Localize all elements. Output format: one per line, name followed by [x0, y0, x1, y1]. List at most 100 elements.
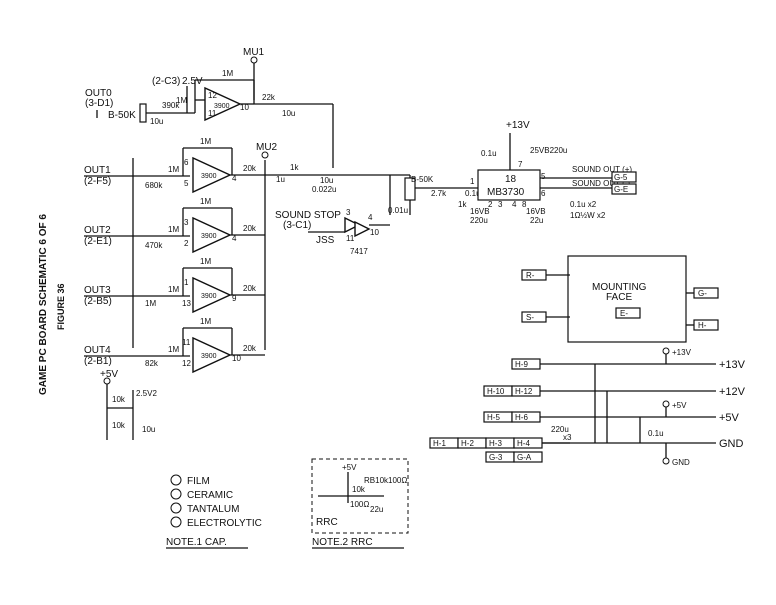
out0-label: OUT0: [85, 88, 112, 99]
ch2-rbias: 1M: [168, 225, 179, 234]
r22k-label: 22k: [262, 93, 276, 102]
ch1-rbias: 1M: [168, 165, 179, 174]
rail-v5-tp: +5V: [672, 401, 687, 410]
ch4-rfb: 1M: [200, 317, 211, 326]
channel-1: OUT1 (2-F5) 680k 1M 1M 6 5 4 3900 20k: [84, 137, 265, 194]
conn-h6-label: H-6: [515, 413, 528, 422]
note2-part: RB10k100Ω: [364, 476, 407, 485]
pa-pin18: 18: [505, 174, 517, 185]
ch3-ref: (2-B5): [84, 296, 112, 307]
ch1-rout: 20k: [243, 164, 257, 173]
mounting-face-box: [567, 255, 687, 343]
pa-c16vb-a: 16VB: [470, 207, 490, 216]
ch2-pin-out: 4: [232, 234, 237, 243]
pa-v13: +13V: [506, 120, 530, 131]
pa-c25v: 25VB220u: [530, 146, 567, 155]
note1-title: NOTE.1 CAP.: [166, 537, 227, 548]
ch3-rbias: 1M: [168, 285, 179, 294]
rail-v13-tp: +13V: [672, 348, 692, 357]
mixer-pot: [404, 177, 416, 201]
electrolytic-icon: [170, 516, 182, 528]
note1-film: FILM: [187, 476, 210, 487]
ch2-opamp: [192, 216, 232, 254]
mixer-pot-label: B-50K: [411, 175, 434, 184]
mixer-r1k: 1k: [290, 163, 299, 172]
mixer-r27k: 2.7k: [431, 189, 447, 198]
conn-h10-label: H-10: [487, 387, 505, 396]
note2-title: NOTE.2 RRC: [312, 537, 373, 548]
v13-test-point: [662, 347, 670, 355]
note1-tantalum: TANTALUM: [187, 504, 239, 515]
conn-ga: [513, 451, 543, 463]
ceramic-icon: [170, 488, 182, 500]
ch1-ic: 3900: [201, 173, 217, 180]
ch1-out: OUT1: [84, 165, 111, 176]
mixer-section: 1k 1u 10u 0.022u 0.01u B-50K 2.7k 1k 0.1…: [265, 163, 481, 215]
pa-pin1: 1: [470, 177, 475, 186]
ss-pin3: 3: [346, 208, 351, 217]
top-pin11: 11: [208, 109, 217, 118]
v25-label: 2.5V: [182, 76, 203, 87]
mount-g-minus-label: G-: [698, 289, 707, 298]
c10u-b-label: 10u: [282, 109, 295, 118]
ch4-pin-a: 11: [182, 338, 191, 347]
ch1-ref: (2-F5): [84, 176, 111, 187]
sound-stop-section: SOUND STOP (3-C1) JSS 3 4 11 10 7417: [275, 208, 390, 256]
ch4-out: OUT4: [84, 345, 111, 356]
ch2-rin: 470k: [145, 241, 163, 250]
conn-h3-label: H-3: [489, 439, 502, 448]
ch4-opamp: [192, 336, 232, 374]
ch4-ic: 3900: [201, 353, 217, 360]
note2-rrc: RRC: [316, 517, 338, 528]
ch3-opamp: [192, 276, 232, 314]
rail-cx3: x3: [563, 433, 572, 442]
sound-stop-buffer-a: [344, 216, 361, 234]
rail-v13: +13V: [719, 359, 746, 371]
pa-pin2: 2: [488, 200, 493, 209]
sound-out-plus: SOUND OUT (+): [572, 165, 632, 174]
bias-v25: 2.5V2: [136, 389, 157, 398]
ch3-ic: 3900: [201, 293, 217, 300]
power-rails: +13V +13V +12V +5V +5V GND GND 220u x3 0…: [429, 347, 746, 467]
top-ic-label: 3900: [214, 103, 230, 110]
power-amp-section: +13V 0.1u 25VB220u 18 MB3730 7 1 2 3 4 8…: [470, 120, 637, 225]
ch3-pin-b: 13: [182, 299, 191, 308]
ss-pin10: 10: [370, 228, 379, 237]
note2-c22: 22u: [370, 505, 383, 514]
ch1-pin-a: 6: [184, 158, 189, 167]
mixer-c0022: 0.022u: [312, 185, 336, 194]
mixer-c001: 0.01u: [388, 206, 408, 215]
mount-e-minus: [615, 307, 641, 319]
mu2-label: MU2: [256, 142, 278, 153]
channel-4: OUT4 (2-B1) 82k 1M 1M 11 12 10 3900 20k: [84, 317, 265, 374]
sound-stop-ref: (3-C1): [283, 220, 311, 231]
pa-pin4: 4: [512, 200, 517, 209]
c10u-a-label: 10u: [150, 117, 163, 126]
ch4-rin: 82k: [145, 359, 159, 368]
ch2-rfb: 1M: [200, 197, 211, 206]
top-amp-section: MU1 (2-C3) 2.5V OUT0 (3-D1) B-50K 390k 1…: [85, 47, 334, 168]
ch3-rfb: 1M: [200, 257, 211, 266]
ch3-rout: 20k: [243, 284, 257, 293]
mounting-label-1: MOUNTING: [592, 282, 647, 293]
conn-g5-label: G-5: [614, 173, 628, 182]
r390k-label: 390k: [162, 101, 180, 110]
ch4-pin-out: 10: [232, 354, 241, 363]
ch1-rfb: 1M: [200, 137, 211, 146]
pa-pin6: 6: [541, 189, 546, 198]
conn-h1-label: H-1: [433, 439, 446, 448]
tantalum-icon: [170, 502, 182, 514]
rail-gnd: GND: [719, 438, 744, 450]
mount-h-minus-label: H-: [698, 321, 707, 330]
conn-ge: [611, 183, 637, 195]
bias-r10k-b: 10k: [112, 421, 126, 430]
ss-pin11: 11: [346, 234, 355, 243]
mixer-c01u: 0.1u: [465, 189, 481, 198]
pa-pin7: 7: [518, 160, 523, 169]
v5-rail-test-point: [662, 400, 670, 408]
rail-gnd-tp: GND: [672, 458, 690, 467]
top-pot: [139, 103, 147, 123]
conn-h12: [511, 385, 541, 397]
ss-ic: 7417: [350, 247, 368, 256]
